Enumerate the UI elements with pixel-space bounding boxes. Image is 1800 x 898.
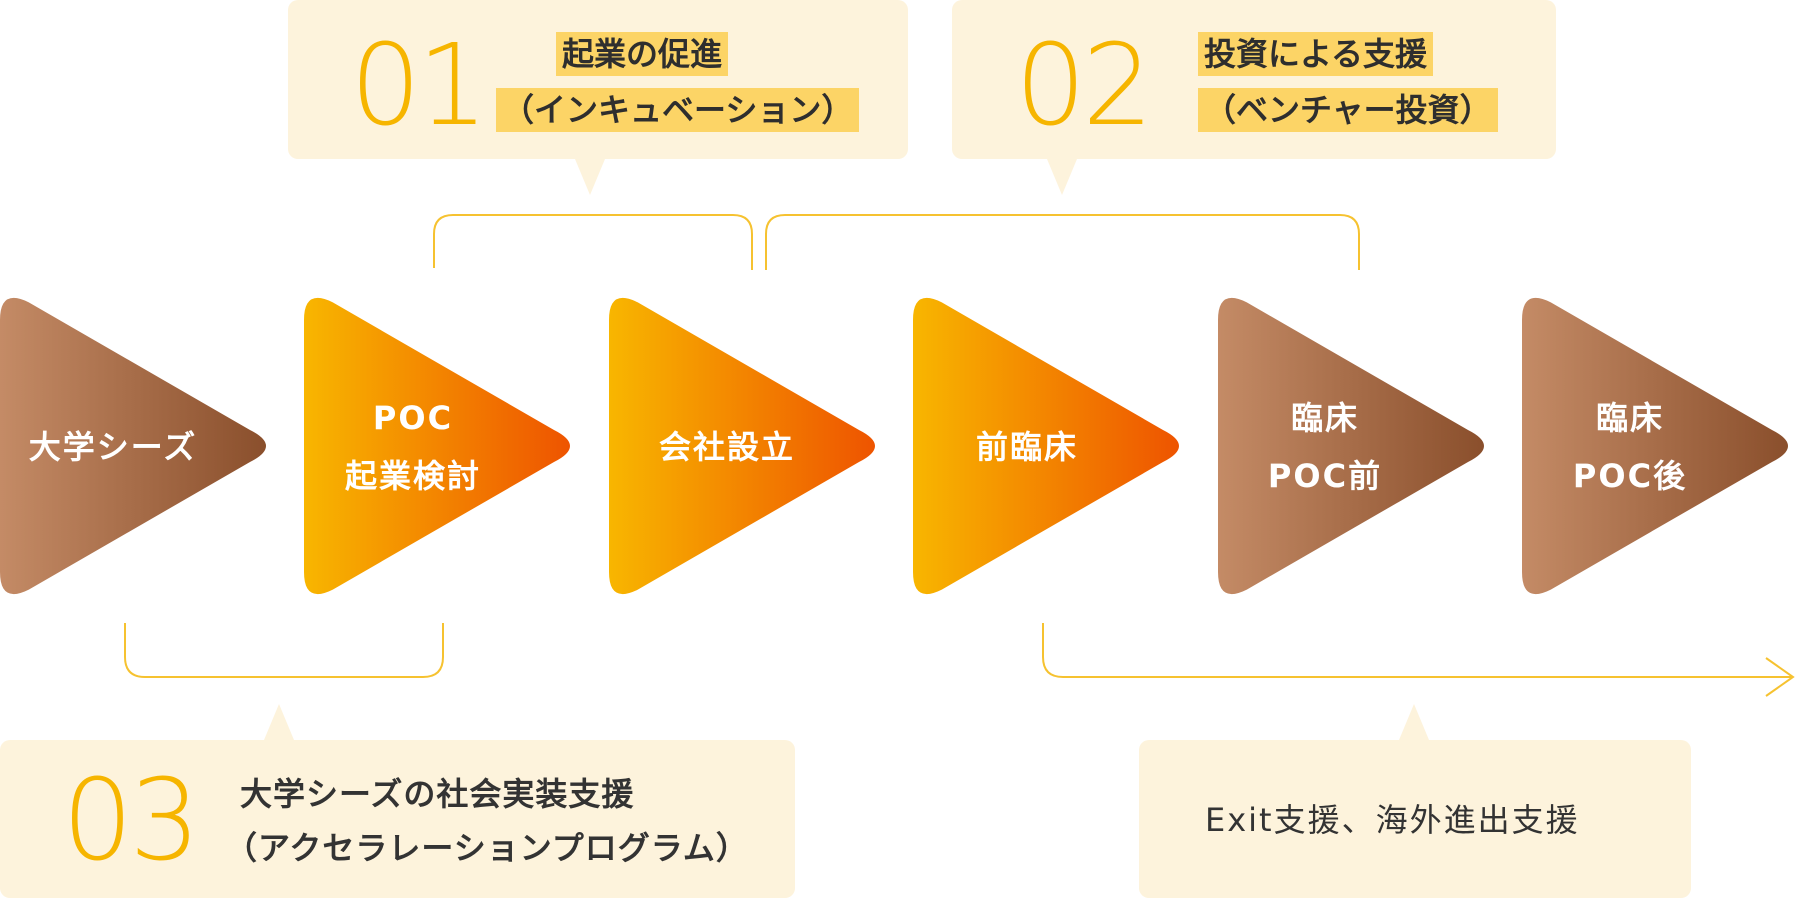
callout-exit-pointer xyxy=(1399,704,1429,740)
step-arrow-2 xyxy=(304,297,570,595)
step-label-preclinical: 前臨床 xyxy=(897,418,1157,476)
step-label-line: POC前 xyxy=(1267,457,1383,495)
step-label-incorporation: 会社設立 xyxy=(597,418,857,476)
bracket-incubation xyxy=(433,214,753,270)
callout-venture-investment-title: 投資による支援 xyxy=(1198,32,1434,76)
callout-incubation-number: 01 xyxy=(350,21,489,151)
step-label-line: 会社設立 xyxy=(658,428,795,466)
step-arrow-5 xyxy=(1218,297,1484,595)
bracket-venture-investment xyxy=(765,214,1360,270)
callout-venture-investment-number: 02 xyxy=(1015,21,1154,151)
callout-exit xyxy=(1139,740,1691,898)
step-label-line: POC xyxy=(372,399,454,437)
callout-exit-text: Exit支援、海外進出支援 xyxy=(1205,801,1580,839)
step-label-line: 臨床 xyxy=(1290,399,1359,437)
callout-acceleration-title: 大学シーズの社会実装支援 xyxy=(240,775,635,813)
step-label-poc-consideration: POC 起業検討 xyxy=(283,389,543,505)
step-arrow-3 xyxy=(609,297,875,595)
callout-venture-investment-subtitle: （ベンチャー投資） xyxy=(1198,88,1498,132)
callout-incubation-pointer xyxy=(575,159,605,195)
bracket-acceleration xyxy=(124,623,444,678)
callout-incubation-subtitle: （インキュベーション） xyxy=(496,88,860,132)
callout-incubation-title: 起業の促進 xyxy=(556,32,729,76)
arrowhead-icon xyxy=(1765,657,1795,697)
step-arrow-4 xyxy=(913,297,1179,595)
callout-acceleration-pointer xyxy=(264,704,294,740)
callout-acceleration-number: 03 xyxy=(62,756,201,886)
step-arrow-1 xyxy=(0,297,266,595)
callout-venture-investment xyxy=(952,0,1556,159)
callout-acceleration-subtitle: （アクセラレーションプログラム） xyxy=(225,829,749,867)
step-label-line: 臨床 xyxy=(1595,399,1664,437)
step-label-line: 大学シーズ xyxy=(28,428,198,466)
step-label-line: 起業検討 xyxy=(344,457,481,495)
step-label-line: POC後 xyxy=(1572,457,1688,495)
callout-incubation xyxy=(288,0,908,159)
callout-venture-investment-pointer xyxy=(1047,159,1077,195)
callout-acceleration xyxy=(0,740,795,898)
step-label-clinical-post-poc: 臨床 POC後 xyxy=(1500,389,1760,505)
step-label-line: 前臨床 xyxy=(975,428,1078,466)
step-label-university-seeds: 大学シーズ xyxy=(0,418,243,476)
step-arrow-6 xyxy=(1522,297,1788,595)
step-label-clinical-pre-poc: 臨床 POC前 xyxy=(1195,389,1455,505)
arrow-exit xyxy=(1042,623,1792,678)
